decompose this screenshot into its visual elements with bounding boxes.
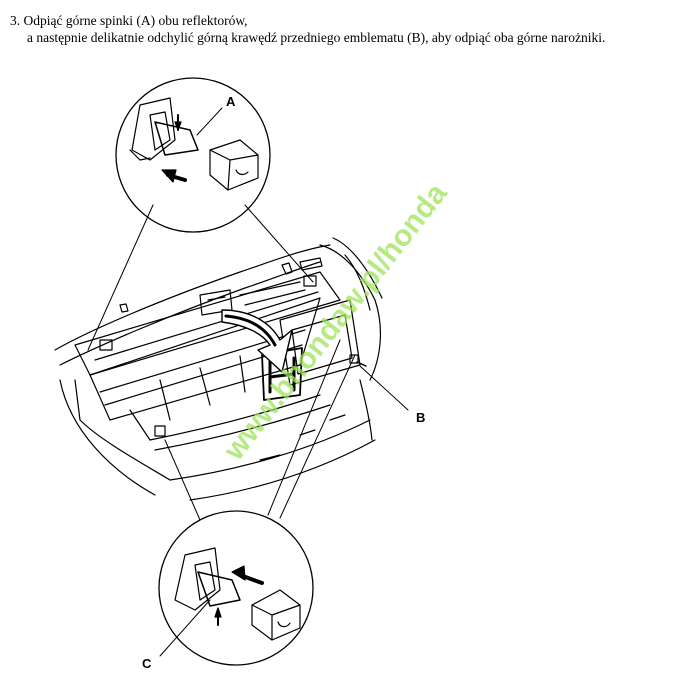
instruction-text: 3. Odpiąć górne spinki (A) obu reflektor… xyxy=(10,12,675,46)
instruction-step-detail: a następnie delikatnie odchylić górną kr… xyxy=(27,30,606,45)
callout-label-b: B xyxy=(416,410,425,425)
detail-circle-a xyxy=(115,77,271,233)
detail-circle-c xyxy=(158,510,314,666)
callout-label-a: A xyxy=(226,94,236,109)
callout-label-c: C xyxy=(142,656,152,671)
curved-arrow-icon xyxy=(221,309,293,373)
instruction-step-line: 3. Odpiąć górne spinki (A) obu reflektor… xyxy=(10,13,248,28)
car-front-drawing xyxy=(54,237,383,501)
